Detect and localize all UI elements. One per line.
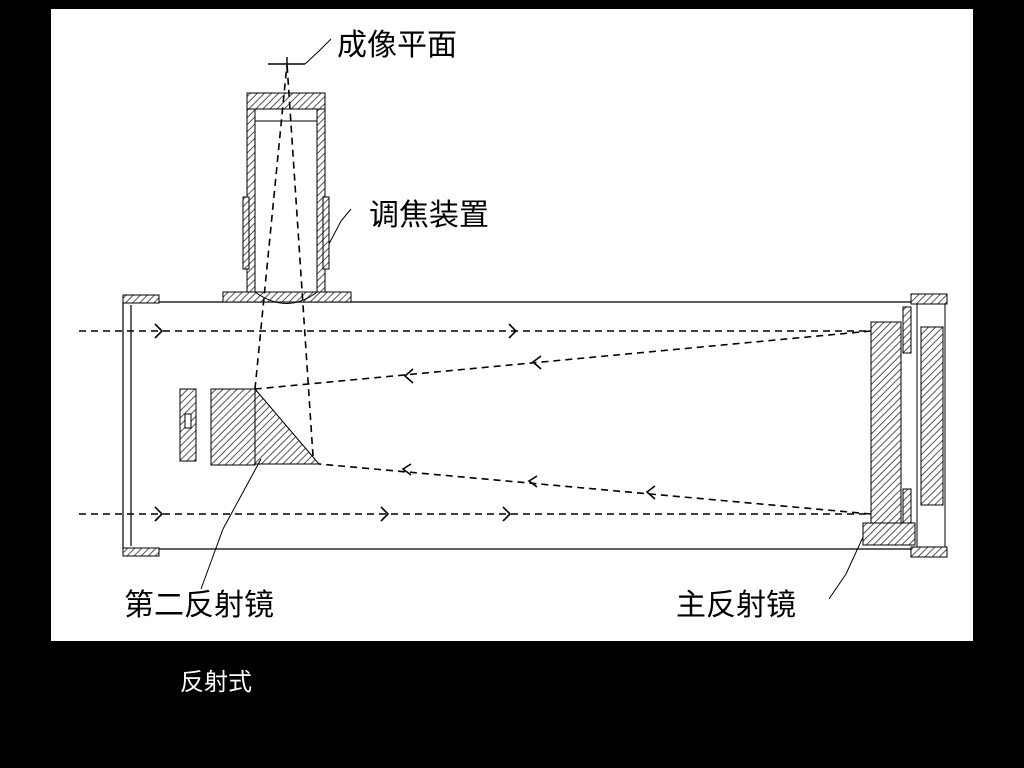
ray-arrows (154, 323, 656, 522)
telescope-diagram (79, 38, 948, 600)
focuser-tube (222, 92, 352, 304)
label-primary-mirror: 主反射镜 (676, 588, 796, 623)
primary-mirror (862, 293, 948, 558)
label-image-plane: 成像平面 (337, 28, 457, 63)
label-focuser: 调焦装置 (369, 198, 489, 233)
caption: 反射式 (180, 668, 252, 696)
leader-lines (200, 38, 864, 600)
secondary-mirror-assembly (179, 387, 321, 466)
light-rays (79, 63, 872, 515)
tube-front-flanges (122, 294, 160, 557)
label-secondary-mirror: 第二反射镜 (124, 588, 274, 623)
diagram-panel: 成像平面 调焦装置 第二反射镜 主反射镜 (51, 9, 973, 641)
